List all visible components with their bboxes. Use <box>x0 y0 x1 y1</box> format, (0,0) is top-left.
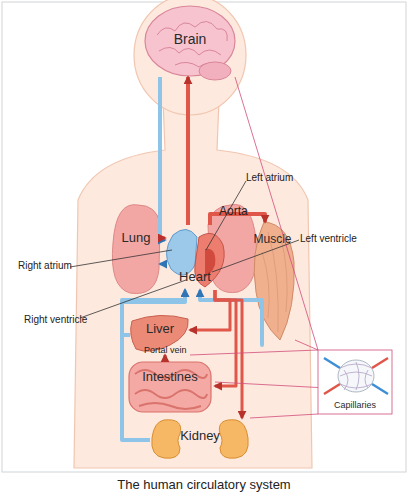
capillary-leader <box>215 382 318 388</box>
muscle-organ: Muscle <box>250 222 295 340</box>
organ-label: Heart <box>145 269 245 284</box>
blood-vessel <box>160 237 165 240</box>
brain-organ: Brain <box>145 5 235 77</box>
part-label: Left atrium <box>246 172 293 183</box>
organ-label: Kidney <box>130 428 270 443</box>
diagram-caption: The human circulatory system <box>0 477 408 492</box>
organ-shape <box>125 360 215 415</box>
leader-line <box>80 280 186 318</box>
organ-shape <box>112 205 160 293</box>
part-label: Portal vein <box>144 345 187 355</box>
organ-label: Brain <box>125 31 255 47</box>
capillary-leader <box>190 350 318 355</box>
kidney-organ: Kidney <box>150 418 250 460</box>
part-label: Right ventricle <box>24 314 87 325</box>
organ-label: Lung <box>92 230 180 245</box>
organ-label: Capillaries <box>298 400 408 410</box>
part-label: Right atrium <box>18 260 72 271</box>
leader-line <box>212 240 299 272</box>
body-silhouette <box>74 100 312 468</box>
blood-vessel <box>215 290 236 386</box>
blood-vessel <box>186 77 190 225</box>
leader-line <box>70 250 172 267</box>
blood-vessel <box>122 290 185 335</box>
capillary-leader <box>250 414 318 418</box>
capillary-leader <box>295 340 318 350</box>
part-label: Left ventricle <box>300 233 357 244</box>
blood-vessel <box>190 290 230 330</box>
part-label: Aorta <box>219 204 248 218</box>
blood-vessel <box>160 263 165 266</box>
capillaries-box: Capillaries <box>318 350 392 414</box>
blood-vessel <box>160 77 165 240</box>
blood-vessel <box>164 355 167 360</box>
heart-organ: Heart <box>165 225 225 290</box>
lung-organ: Lung <box>112 205 160 293</box>
blood-vessel <box>122 290 185 440</box>
intestines-organ: Intestines <box>125 360 215 415</box>
